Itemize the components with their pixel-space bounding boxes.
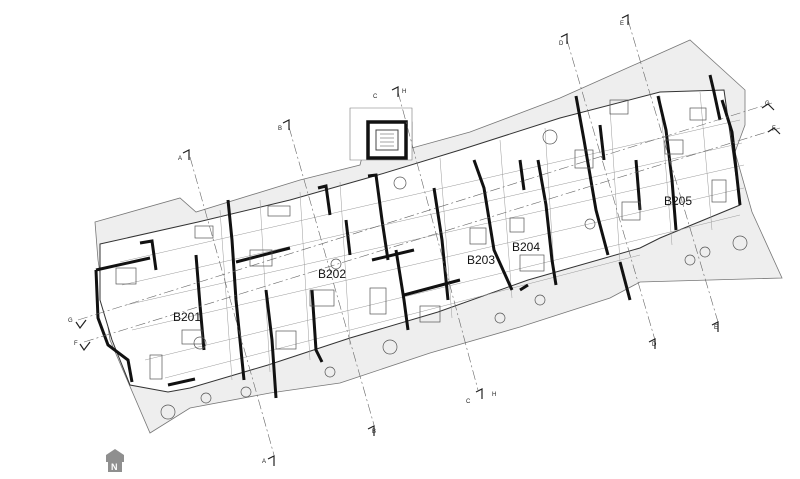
section-line-B (288, 126, 375, 426)
sofa (689, 107, 707, 121)
outdoor-table (542, 129, 558, 145)
sofa (309, 289, 335, 307)
dining-table (149, 354, 163, 380)
outdoor-table (732, 235, 748, 251)
dining-table (469, 227, 487, 245)
section-label-A-top: A (178, 156, 182, 162)
section-marker-G-right (761, 103, 775, 111)
section-label-G-right: G (765, 101, 770, 107)
stair-core (366, 120, 408, 160)
unit-label-b201: B201 (173, 310, 201, 324)
section-label-C-bottom: C (466, 399, 471, 405)
bed (249, 249, 273, 267)
dining-table (509, 217, 525, 233)
section-line-D (566, 39, 656, 341)
section-marker-A-bottom (267, 455, 275, 466)
furniture (115, 99, 748, 420)
bed (419, 305, 441, 323)
bed (275, 330, 297, 350)
section-line-F (83, 127, 781, 343)
section-marker-G-left (75, 319, 87, 330)
unit-label-b202: B202 (318, 267, 346, 281)
bed (621, 201, 641, 221)
section-marker-C-bottom (475, 388, 483, 399)
section-marker-E-bottom (711, 321, 719, 332)
section-label-E-top: E (620, 21, 624, 27)
section-marker-D-top (560, 33, 568, 44)
unit-label-b204: B204 (512, 240, 540, 254)
north-label: N (111, 462, 118, 472)
section-marker-F-left (79, 341, 91, 352)
section-label-H-top: H (402, 89, 406, 95)
section-label-G-left: G (68, 318, 73, 324)
interior-lines (119, 91, 745, 381)
north-arrow-icon (106, 449, 124, 462)
section-label-D-bottom: D (652, 342, 657, 348)
outdoor-table (160, 404, 176, 420)
section-marker-B-bottom (367, 425, 375, 436)
building-footprint (99, 89, 741, 393)
dining-table (711, 179, 727, 203)
unit-label-b203: B203 (467, 253, 495, 267)
section-marker-C-top (391, 86, 399, 97)
section-label-B-bottom: B (372, 429, 376, 435)
section-marker-E-top (621, 14, 629, 25)
dining-table (609, 99, 629, 115)
dining-table (194, 225, 214, 239)
section-line-G (77, 102, 773, 321)
section-label-A-bottom: A (262, 459, 266, 465)
section-marker-B-top (282, 119, 290, 130)
section-line-E (627, 19, 719, 323)
dining-table (267, 205, 291, 217)
unit-label-b205: B205 (664, 194, 692, 208)
section-label-D-top: D (559, 41, 564, 47)
section-label-E-bottom: E (714, 325, 718, 331)
section-line-C (397, 91, 479, 391)
dining-table (369, 287, 387, 315)
section-lines (77, 19, 781, 456)
section-markers (75, 14, 781, 466)
bed (574, 149, 594, 169)
sofa (519, 254, 545, 272)
section-marker-D-bottom (648, 338, 656, 349)
section-label-C-top: C (373, 94, 378, 100)
outdoor-table (382, 339, 398, 355)
section-label-F-right: F (772, 126, 776, 132)
section-label-H-bottom: H (492, 392, 496, 398)
section-label-F-left: F (74, 341, 78, 347)
walls (94, 74, 742, 399)
north-arrow: N (106, 449, 124, 472)
sofa (181, 329, 203, 345)
bed (115, 267, 137, 285)
section-label-B-top: B (278, 126, 282, 132)
bed (664, 139, 684, 155)
section-line-A (189, 156, 275, 456)
section-marker-A-top (182, 149, 190, 160)
section-marker-F-right (767, 127, 781, 135)
outdoor-table (393, 176, 407, 190)
